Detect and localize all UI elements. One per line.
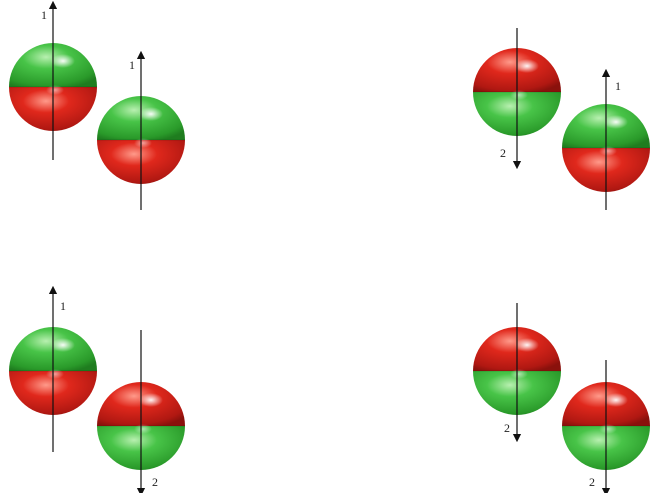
panel-top-right: 21 (473, 28, 650, 210)
sphere-group: 2 (473, 28, 561, 170)
sphere-group: 1 (97, 50, 185, 210)
arrow-label: 2 (504, 421, 510, 435)
sphere-center-shine (599, 146, 617, 156)
sphere-group: 1 (562, 68, 650, 210)
arrow-label: 2 (500, 146, 506, 160)
sphere-center-shine (510, 369, 528, 379)
sphere-center-shine (599, 424, 617, 434)
panel-top-left: 11 (9, 0, 185, 210)
sphere-center-shine (46, 85, 64, 95)
sphere-center-shine (510, 90, 528, 100)
arrow-label: 2 (152, 475, 158, 489)
sphere-highlight (139, 393, 163, 407)
sphere-highlight (51, 338, 75, 352)
sphere-center-shine (134, 424, 152, 434)
sphere-highlight (51, 54, 75, 68)
arrow-label: 1 (60, 299, 66, 313)
sphere-highlight (515, 59, 539, 73)
panel-bottom-right: 22 (473, 303, 650, 497)
sphere-highlight (604, 393, 628, 407)
sphere-center-shine (46, 369, 64, 379)
sphere-highlight (139, 107, 163, 121)
sphere-highlight (604, 115, 628, 129)
sphere-group: 2 (562, 360, 650, 497)
sphere-group: 1 (9, 285, 97, 452)
sphere-center-shine (134, 138, 152, 148)
arrow-label: 1 (615, 79, 621, 93)
arrow-label: 2 (589, 475, 595, 489)
arrow-label: 1 (129, 58, 135, 72)
sphere-group: 2 (97, 330, 185, 497)
sphere-highlight (515, 338, 539, 352)
panel-bottom-left: 12 (9, 285, 185, 497)
arrow-label: 1 (41, 8, 47, 22)
sphere-group: 1 (9, 0, 97, 160)
sphere-group: 2 (473, 303, 561, 443)
